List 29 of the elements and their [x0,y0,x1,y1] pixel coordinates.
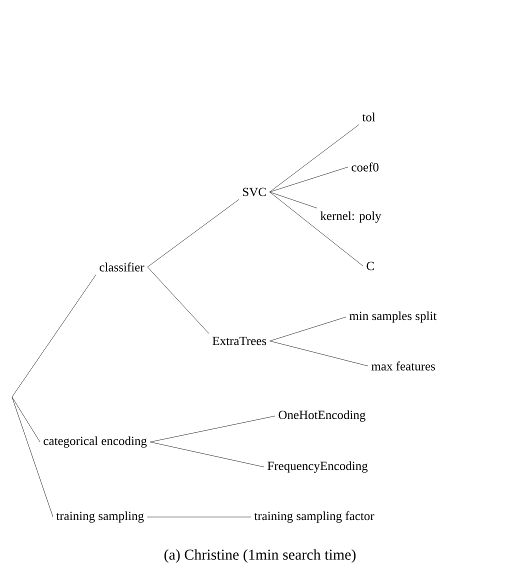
node-label: tol [362,112,376,122]
tree-line [147,266,210,334]
node-label: min samples split [349,311,437,323]
node-label: OneHotEncoding [278,410,366,422]
node-label: FrequencyEncoding [268,461,368,473]
tree-line [12,396,54,518]
tree-line [147,199,240,268]
node-label: ExtraTrees [212,336,266,346]
node-label: kernel: poly [320,211,382,223]
tree-line [12,396,40,442]
node-label: training sampling factor [254,511,374,523]
node-label: SVC [243,188,266,196]
tree-line [150,416,276,442]
node-label: training sampling [56,511,144,523]
node-label: C [366,262,374,270]
tree-line [270,340,368,366]
tree-line [270,124,360,192]
tree-line [270,192,364,266]
tree-line [270,166,348,192]
tree-line [147,516,252,518]
tree-line [150,442,264,468]
node-label: classifier [100,262,144,272]
tree-line [270,192,318,208]
node-label: max features [371,362,435,370]
caption: (a) Christine (1min search time) [164,549,356,563]
node-label: coef0 [352,162,378,172]
node-label: categorical encoding [44,436,147,448]
tree-line [270,316,346,342]
tree-line [12,274,96,398]
